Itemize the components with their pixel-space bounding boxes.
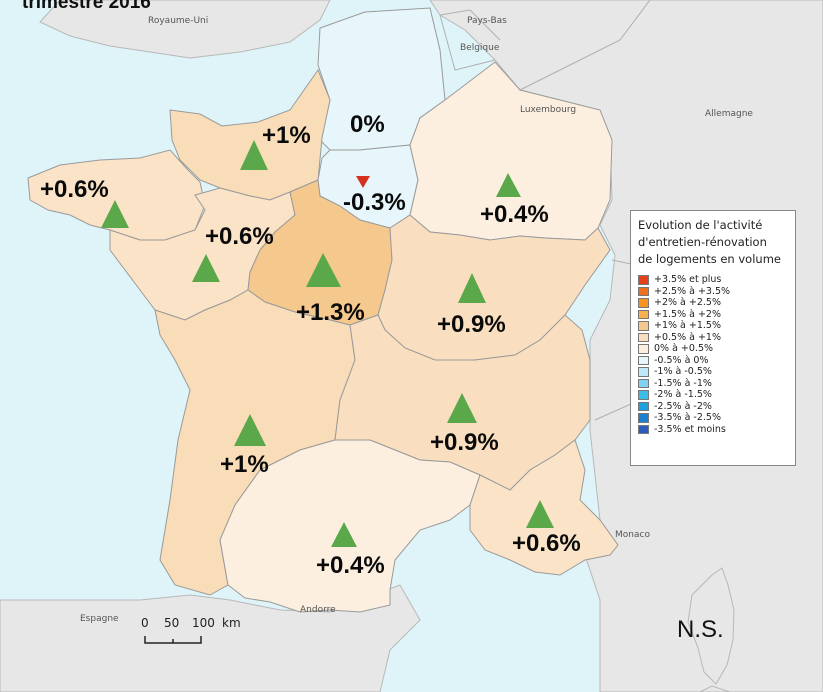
uk-landmass xyxy=(39,0,331,59)
legend-item-label: +2.5% à +3.5% xyxy=(654,285,731,297)
legend-item: -3.5% à -2.5% xyxy=(638,412,789,424)
legend-item-label: -1% à -0.5% xyxy=(654,366,712,378)
value-normandie: +1% xyxy=(262,122,311,149)
scale-tick-0: 0 xyxy=(141,616,149,630)
legend-swatch xyxy=(638,332,649,342)
legend-swatch xyxy=(638,367,649,377)
be-nl-border xyxy=(439,9,501,71)
legend-swatch xyxy=(638,355,649,365)
label-mc: Monaco xyxy=(615,530,650,540)
legend-item-label: +1.5% à +2% xyxy=(654,308,721,320)
value-grand-est: +0.4% xyxy=(480,201,549,228)
legend-item: 0% à +0.5% xyxy=(638,343,789,355)
de-border xyxy=(519,0,651,91)
legend-item: -0.5% à 0% xyxy=(638,355,789,367)
legend-item: +2% à +2.5% xyxy=(638,297,789,309)
value-occitanie: +0.4% xyxy=(316,552,385,579)
legend-title-line-1: Evolution de l'activité xyxy=(638,218,763,232)
legend-item-label: +1% à +1.5% xyxy=(654,320,721,332)
legend-item: +2.5% à +3.5% xyxy=(638,286,789,298)
label-uk: Royaume-Uni xyxy=(148,16,208,26)
trend-up-icon-pays-de-la-loire xyxy=(192,254,220,282)
legend-swatch xyxy=(638,309,649,319)
corsica-landmass xyxy=(687,567,735,685)
corsica-ns-label: N.S. xyxy=(677,616,724,643)
legend-item-label: 0% à +0.5% xyxy=(654,343,714,355)
legend-item-label: -3.5% et moins xyxy=(654,423,726,435)
legend-item: -2.5% à -2% xyxy=(638,401,789,413)
legend-item: +0.5% à +1% xyxy=(638,332,789,344)
legend-item-label: -0.5% à 0% xyxy=(654,354,709,366)
trend-up-icon-grand-est xyxy=(496,173,521,197)
value-ile-de-france: -0.3% xyxy=(343,189,406,216)
label-be: Belgique xyxy=(460,43,500,53)
scale-line xyxy=(144,636,202,644)
legend-item: +1.5% à +2% xyxy=(638,309,789,321)
trend-up-icon-occitanie xyxy=(331,522,357,547)
value-centre-val-de-loire: +1.3% xyxy=(296,299,365,326)
scale-tick-50: 50 xyxy=(164,616,179,630)
page-title: trimestre 2016 xyxy=(22,0,151,13)
label-lu: Luxembourg xyxy=(520,105,576,115)
value-bourgogne-franche-comte: +0.9% xyxy=(437,311,506,338)
value-auvergne-rhone-alpes: +0.9% xyxy=(430,429,499,456)
sardinia-landmass xyxy=(699,685,731,692)
trend-up-icon-bourgogne-franche-comte xyxy=(458,273,486,303)
legend-title-line-2: d'entretien-rénovation xyxy=(638,235,767,249)
legend-swatch xyxy=(638,298,649,308)
legend-swatch xyxy=(638,321,649,331)
legend-item: -3.5% et moins xyxy=(638,424,789,436)
label-es: Espagne xyxy=(80,614,119,624)
legend-item-label: -2.5% à -2% xyxy=(654,400,712,412)
legend-swatch xyxy=(638,378,649,388)
legend-swatch xyxy=(638,413,649,423)
trend-up-icon-bretagne xyxy=(101,200,129,228)
trend-up-icon-paca xyxy=(526,500,554,528)
legend-item: -1% à -0.5% xyxy=(638,366,789,378)
legend-item-label: +0.5% à +1% xyxy=(654,331,721,343)
label-ad: Andorre xyxy=(300,605,336,615)
trend-down-icon-ile-de-france xyxy=(356,176,370,188)
legend-title-line-3: de logements en volume xyxy=(638,252,781,266)
trend-up-icon-centre-val-de-loire xyxy=(306,253,341,287)
legend-swatch xyxy=(638,424,649,434)
value-nouvelle-aquitaine: +1% xyxy=(220,451,269,478)
legend: Evolution de l'activité d'entretien-réno… xyxy=(630,210,796,466)
value-hauts-de-france: 0% xyxy=(350,111,385,138)
legend-swatch xyxy=(638,275,649,285)
legend-swatch xyxy=(638,390,649,400)
legend-item: +1% à +1.5% xyxy=(638,320,789,332)
legend-swatch xyxy=(638,286,649,296)
legend-item-label: -3.5% à -2.5% xyxy=(654,412,721,424)
value-bretagne: +0.6% xyxy=(40,176,109,203)
trend-up-icon-auvergne-rhone-alpes xyxy=(447,393,477,423)
legend-list: +3.5% et plus+2.5% à +3.5%+2% à +2.5%+1.… xyxy=(638,274,789,435)
value-paca: +0.6% xyxy=(512,530,581,557)
legend-item-label: -2% à -1.5% xyxy=(654,389,712,401)
label-nl: Pays-Bas xyxy=(467,16,507,26)
legend-swatch xyxy=(638,344,649,354)
legend-item: -2% à -1.5% xyxy=(638,389,789,401)
legend-item: +3.5% et plus xyxy=(638,274,789,286)
continent-landmass xyxy=(429,0,823,692)
scale-bar: 0 50 100 km xyxy=(141,616,241,644)
legend-title: Evolution de l'activité d'entretien-réno… xyxy=(638,217,789,268)
legend-swatch xyxy=(638,401,649,411)
scale-tick-100: 100 xyxy=(192,616,215,630)
legend-item-label: +3.5% et plus xyxy=(654,274,722,286)
legend-item: -1.5% à -1% xyxy=(638,378,789,390)
legend-item-label: -1.5% à -1% xyxy=(654,377,712,389)
region-paca xyxy=(469,439,619,576)
legend-item-label: +2% à +2.5% xyxy=(654,297,721,309)
scale-unit: km xyxy=(222,616,241,630)
trend-up-icon-nouvelle-aquitaine xyxy=(234,414,266,446)
value-pays-de-la-loire: +0.6% xyxy=(205,223,274,250)
label-de: Allemagne xyxy=(705,109,753,119)
trend-up-icon-normandie xyxy=(240,140,268,170)
